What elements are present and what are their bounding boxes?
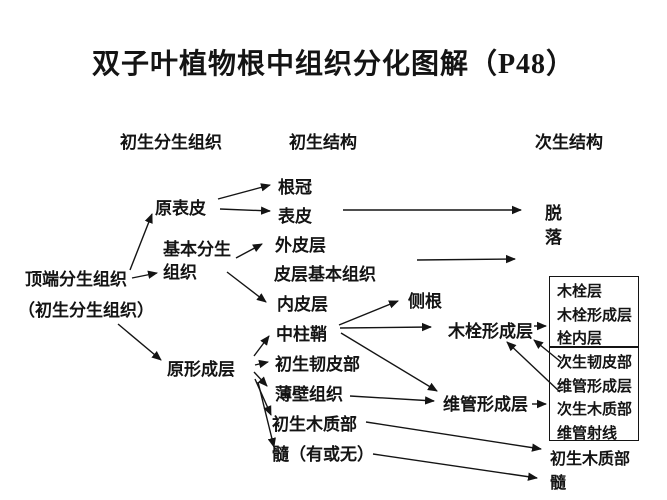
node-cortex-ground-tissue: 皮层基本组织 [274, 265, 376, 284]
node-secondary-primary-xylem: 初生木质部 [550, 451, 631, 468]
node-secondary-pith: 髓 [550, 475, 567, 492]
column-header-primary-meristem: 初生分生组织 [120, 133, 222, 152]
arrow-pericycle-to-lateral-root [338, 300, 399, 326]
arrow-box2-phloem-to-cork-cambium [533, 339, 562, 363]
arrow-pericycle-to-cork-cambium [339, 322, 432, 332]
column-header-secondary-structure: 次生结构 [535, 133, 603, 152]
node-primary-phloem: 初生韧皮部 [275, 355, 360, 374]
node-shedding: 脱 落 [545, 204, 562, 247]
arrow-ground-to-endodermis [226, 271, 267, 303]
arrow-primary-xylem-to-secondary [365, 421, 542, 452]
arrow-procambium-to-parenchyma [253, 371, 268, 387]
node-lateral-root: 侧根 [408, 292, 442, 311]
arrow-procambium-to-pericycle [253, 335, 270, 357]
periderm-box: 木栓层 木栓形成层 栓内层 [549, 276, 639, 347]
arrow-cortex-right [416, 254, 516, 264]
node-cork-cambium: 木栓形成层 [448, 322, 533, 341]
node-parenchyma: 薄壁组织 [275, 385, 343, 404]
node-vascular-cambium: 维管形成层 [443, 395, 528, 414]
page-title: 双子叶植物根中组织分化图解（P48） [91, 49, 576, 80]
arrow-parenchyma-to-vascular-cambium [349, 395, 435, 405]
arrow-procambium-to-primary-xylem [254, 378, 272, 416]
node-pericycle: 中柱鞘 [276, 325, 327, 344]
node-protoderm: 原表皮 [155, 199, 206, 218]
node-primary-xylem: 初生木质部 [272, 415, 357, 434]
node-epidermis: 表皮 [278, 207, 312, 226]
arrow-apical-to-protoderm [129, 213, 153, 271]
box2-item-secondary-phloem: 次生韧皮部 [557, 354, 633, 371]
box1-item-cork-cambium: 木栓形成层 [557, 306, 633, 324]
arrow-procambium-to-primary-phloem [254, 359, 269, 369]
arrow-protoderm-to-epidermis [219, 206, 271, 215]
node-apical-meristem-sub: （初生分生组织） [18, 301, 154, 320]
arrow-ground-to-exodermis [235, 243, 263, 259]
node-exodermis: 外皮层 [275, 236, 326, 255]
arrow-apical-to-procambium [117, 323, 162, 361]
arrow-procambium-to-pith [257, 381, 276, 448]
arrow-pith-to-secondary [372, 453, 538, 481]
arrow-pericycle-to-vascular-cambium [340, 332, 438, 392]
node-root-cap: 根冠 [278, 178, 312, 197]
box1-item-phelloderm: 栓内层 [557, 330, 603, 347]
column-header-primary-structure: 初生结构 [289, 133, 357, 152]
box1-item-cork-layer: 木栓层 [557, 283, 603, 300]
node-procambium: 原形成层 [167, 360, 235, 379]
box2-item-vascular-ray: 维管射线 [557, 424, 618, 442]
arrow-box2-vascular-to-cork-cambium [506, 341, 561, 393]
box2-item-secondary-xylem: 次生木质部 [557, 401, 633, 418]
secondary-vascular-box: 次生韧皮部 维管形成层 次生木质部 维管射线 [549, 347, 639, 442]
node-apical-meristem: 顶端分生组织 [25, 270, 127, 289]
arrow-apical-to-ground-meristem [131, 270, 158, 279]
box2-item-vascular-cambium: 维管形成层 [557, 377, 633, 395]
node-pith: 髓（有或无） [272, 445, 374, 464]
node-endodermis: 内皮层 [277, 295, 328, 314]
arrow-protoderm-to-root-cap [217, 183, 271, 200]
node-ground-meristem: 基本分生 组织 [163, 240, 231, 282]
